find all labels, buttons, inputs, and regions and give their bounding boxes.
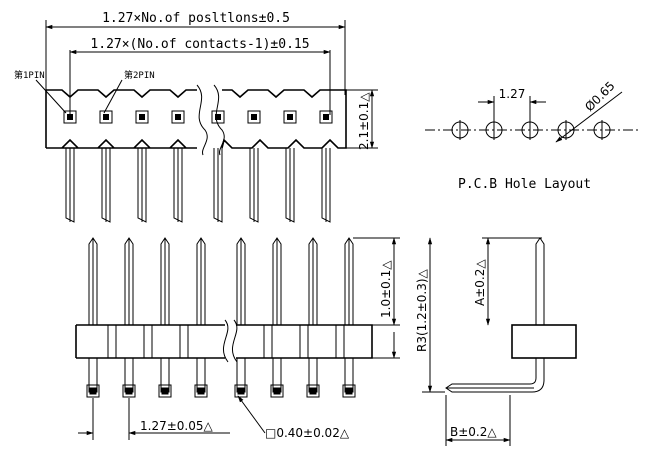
side-view: R3(1.2±0.3)△ A±0.2△ B±0.2△ bbox=[415, 237, 577, 446]
height-dim-label: 2.1±0.1△ bbox=[357, 92, 371, 150]
top-pins bbox=[63, 110, 333, 124]
pcb-layout-title: P.C.B Hole Layout bbox=[458, 177, 591, 192]
front-upper-pins bbox=[88, 237, 354, 325]
a-dim-label: A±0.2△ bbox=[473, 259, 487, 306]
overall-dim-label: 1.27×No.of posltlons±0.5 bbox=[102, 11, 290, 26]
top-tails bbox=[65, 148, 331, 223]
pin1-label: 第1PIN bbox=[14, 69, 45, 81]
front-pitch-label: 1.27±0.05△ bbox=[140, 419, 213, 433]
radius-dim-label: R3(1.2±0.3)△ bbox=[415, 268, 429, 352]
pin-size-label: □0.40±0.02△ bbox=[265, 426, 350, 440]
pcb-hole-layout: 1.27 Ø0.65 P.C.B Hole Layout bbox=[425, 79, 640, 192]
top-view: 1.27×No.of posltlons±0.5 1.27×(No.of con… bbox=[14, 11, 378, 223]
housing-body bbox=[46, 89, 347, 149]
tail-dim-label: 1.0±0.1△ bbox=[379, 260, 393, 318]
side-housing bbox=[511, 324, 577, 359]
front-view: 1.27±0.05△ □0.40±0.02△ 1.0±0.1△ bbox=[75, 237, 400, 440]
pcb-pitch-label: 1.27 bbox=[499, 87, 526, 101]
pin2-label: 第2PIN bbox=[124, 69, 155, 81]
front-lower-tails bbox=[86, 358, 356, 398]
contacts-dim-label: 1.27×(No.of contacts-1)±0.15 bbox=[90, 37, 309, 52]
b-dim-label: B±0.2△ bbox=[450, 425, 497, 439]
